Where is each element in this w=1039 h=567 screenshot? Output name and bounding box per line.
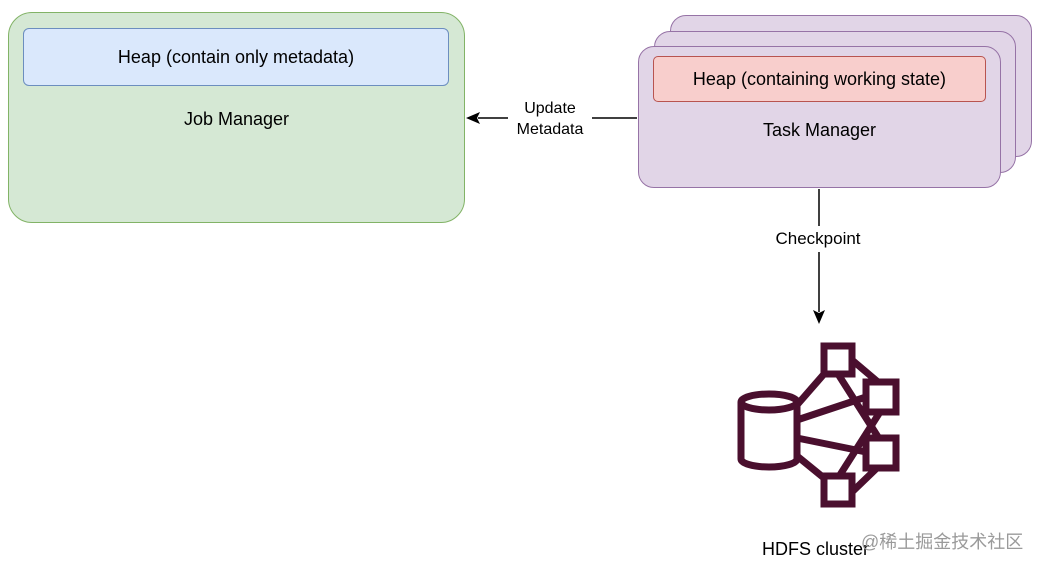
checkpoint-arrowhead — [813, 310, 825, 324]
task-manager-title: Task Manager — [762, 119, 877, 140]
hdfs-cluster-label: HDFS cluster — [762, 539, 870, 559]
update-metadata-label: Update Metadata — [508, 98, 592, 140]
hdfs-cluster-icon — [737, 342, 900, 508]
job-manager-heap: Heap (contain only metadata) — [23, 28, 449, 86]
task-manager-heap: Heap (containing working state) — [653, 56, 986, 102]
update-label-line1: Update — [524, 100, 576, 117]
update-metadata-arrowhead — [466, 112, 480, 124]
update-label-line2: Metadata — [516, 121, 584, 138]
checkpoint-label: Checkpoint — [760, 226, 876, 252]
watermark-text: @稀土掘金技术社区 — [861, 532, 1024, 552]
job-manager-title: Job Manager — [183, 108, 290, 129]
